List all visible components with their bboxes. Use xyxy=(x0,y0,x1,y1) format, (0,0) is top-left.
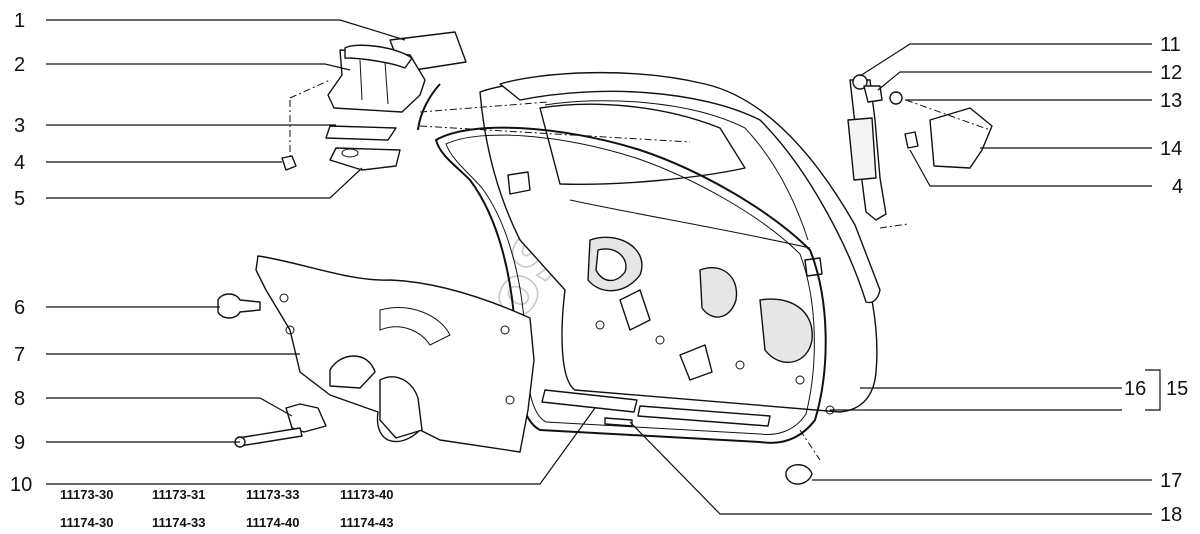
callout-4: 4 xyxy=(14,152,25,174)
callouts-right: 11 12 13 14 4 16 15 17 18 xyxy=(1124,34,1188,526)
callout-18: 18 xyxy=(1160,504,1182,526)
callout-3: 3 xyxy=(14,115,25,137)
code-r2-c4: 11174-43 xyxy=(340,515,394,530)
callout-11: 11 xyxy=(1160,34,1181,56)
liftgate-door xyxy=(479,71,881,415)
callout-15: 15 xyxy=(1166,378,1188,400)
callout-7: 7 xyxy=(14,344,25,366)
callout-1: 1 xyxy=(14,10,25,32)
callout-6: 6 xyxy=(14,297,25,319)
callout-17: 17 xyxy=(1160,470,1182,492)
callout-10: 10 xyxy=(10,474,32,496)
lower-moldings xyxy=(541,389,821,485)
callouts-left: 1 2 3 4 5 6 7 8 9 10 xyxy=(10,10,32,496)
callout-8: 8 xyxy=(14,388,25,410)
callout-2: 2 xyxy=(14,54,25,76)
code-r2-c1: 11174-30 xyxy=(60,515,114,530)
hinge-assembly xyxy=(281,31,691,171)
code-r1-c2: 11173-31 xyxy=(152,487,206,502)
callout-14: 14 xyxy=(1160,138,1182,160)
code-r1-c4: 11173-40 xyxy=(340,487,394,502)
leader-lines xyxy=(46,19,1161,515)
code-r2-c2: 11174-33 xyxy=(152,515,206,530)
callout-12: 12 xyxy=(1160,62,1182,84)
callout-9: 9 xyxy=(14,432,25,454)
code-r1-c3: 11173-33 xyxy=(246,487,300,502)
door-seal xyxy=(435,126,827,444)
code-r1-c1: 11173-30 xyxy=(60,487,114,502)
strut-assembly xyxy=(847,74,993,229)
callout-16: 16 xyxy=(1124,378,1146,400)
trim-panel xyxy=(217,255,535,453)
callout-5: 5 xyxy=(14,188,25,210)
callout-13: 13 xyxy=(1160,90,1182,112)
code-r2-c3: 11174-40 xyxy=(246,515,300,530)
model-codes: 11173-30 11173-31 11173-33 11173-40 1117… xyxy=(60,487,394,530)
callout-4-right: 4 xyxy=(1172,176,1183,198)
